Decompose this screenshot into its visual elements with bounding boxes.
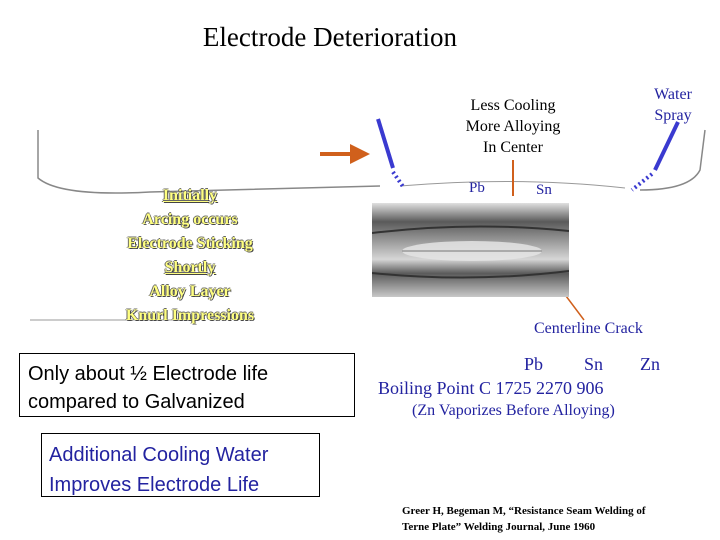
- initially-list: Initially Arcing occurs Electrode Sticki…: [125, 187, 255, 324]
- pb-label: Pb: [469, 180, 485, 196]
- element-zn: Zn: [640, 354, 660, 374]
- micrograph-photo: [372, 203, 569, 297]
- element-pb: Pb: [524, 354, 544, 374]
- element-sn: Sn: [584, 354, 604, 374]
- left-spray-dots: [391, 170, 406, 190]
- right-nozzle-line: [653, 121, 680, 171]
- page-title: Electrode Deterioration: [202, 22, 458, 52]
- electrode-life-box: Only about ½ Electrode life compared to …: [19, 353, 355, 417]
- reference-citation: Greer H, Begeman M, “Resistance Seam Wel…: [402, 505, 646, 533]
- cooling-water-box: Additional Cooling Water Improves Electr…: [41, 433, 320, 497]
- arrow-head-icon: [350, 144, 370, 164]
- left-nozzle-line: [376, 118, 395, 169]
- zn-vaporizes-note: (Zn Vaporizes Before Alloying): [412, 402, 615, 419]
- water-spray-label: Water Spray: [654, 86, 692, 124]
- boiling-point-row: Boiling Point C 1725 2270 906: [378, 378, 604, 398]
- electrode-gap-outline: [399, 180, 626, 189]
- electrode-outline-left: [37, 130, 381, 194]
- less-cooling-label: Less Cooling More Alloying In Center: [465, 97, 561, 156]
- electrode-outline-right: [639, 129, 706, 191]
- centerline-crack-label: Centerline Crack: [534, 320, 643, 337]
- right-spray-dots: [630, 172, 654, 192]
- sn-label: Sn: [536, 182, 552, 198]
